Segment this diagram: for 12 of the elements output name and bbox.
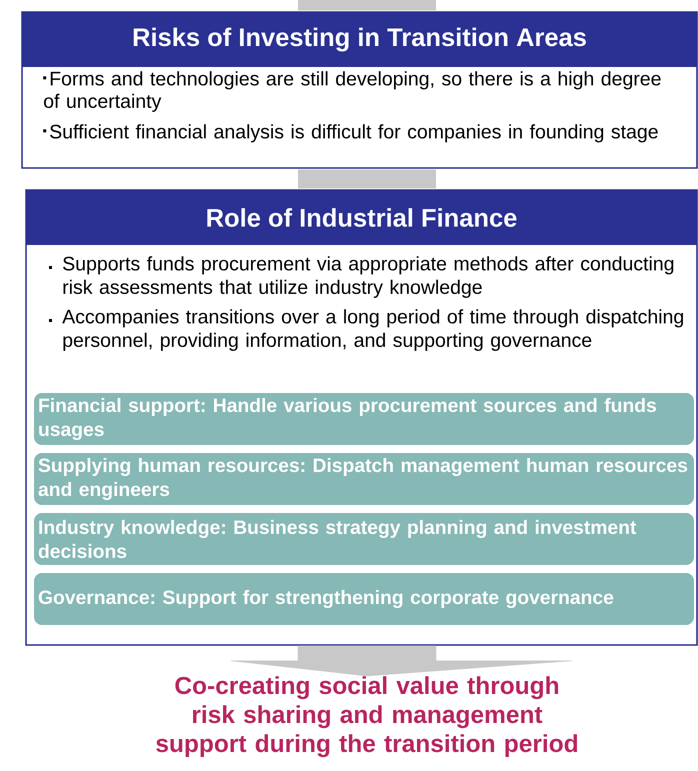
bullet-item: Accompanies transitions over a long period of time through dispatching personnel, providing information, and supporting governance xyxy=(49,309,683,351)
bullet-item: Forms and technologies are still developing, so there is a high degree of uncertainty xyxy=(43,71,661,112)
panel-header: Risks of Investing in Transition Areas xyxy=(22,12,697,67)
feature-box: Financial support: Handle various procurement sources and funds usages xyxy=(34,393,694,445)
arrow xyxy=(230,646,572,676)
bullet-item: Supports funds procurement via appropriate methods after conducting risk assessments that utilize industry knowledge xyxy=(49,256,674,298)
feature-box: Governance: Support for strengthening corporate governance xyxy=(34,573,694,625)
feature-box: Supplying human resources: Dispatch management human resources and engineers xyxy=(34,453,694,505)
bullet-item: Sufficient financial analysis is difficult for companies in founding stage xyxy=(43,124,658,142)
panel-header: Role of Industrial Finance xyxy=(26,190,697,245)
conclusion-text: Co-creating social value through risk sharing and management support during the transition period xyxy=(156,676,578,758)
feature-box: Industry knowledge: Business strategy planning and investment decisions xyxy=(34,513,694,565)
